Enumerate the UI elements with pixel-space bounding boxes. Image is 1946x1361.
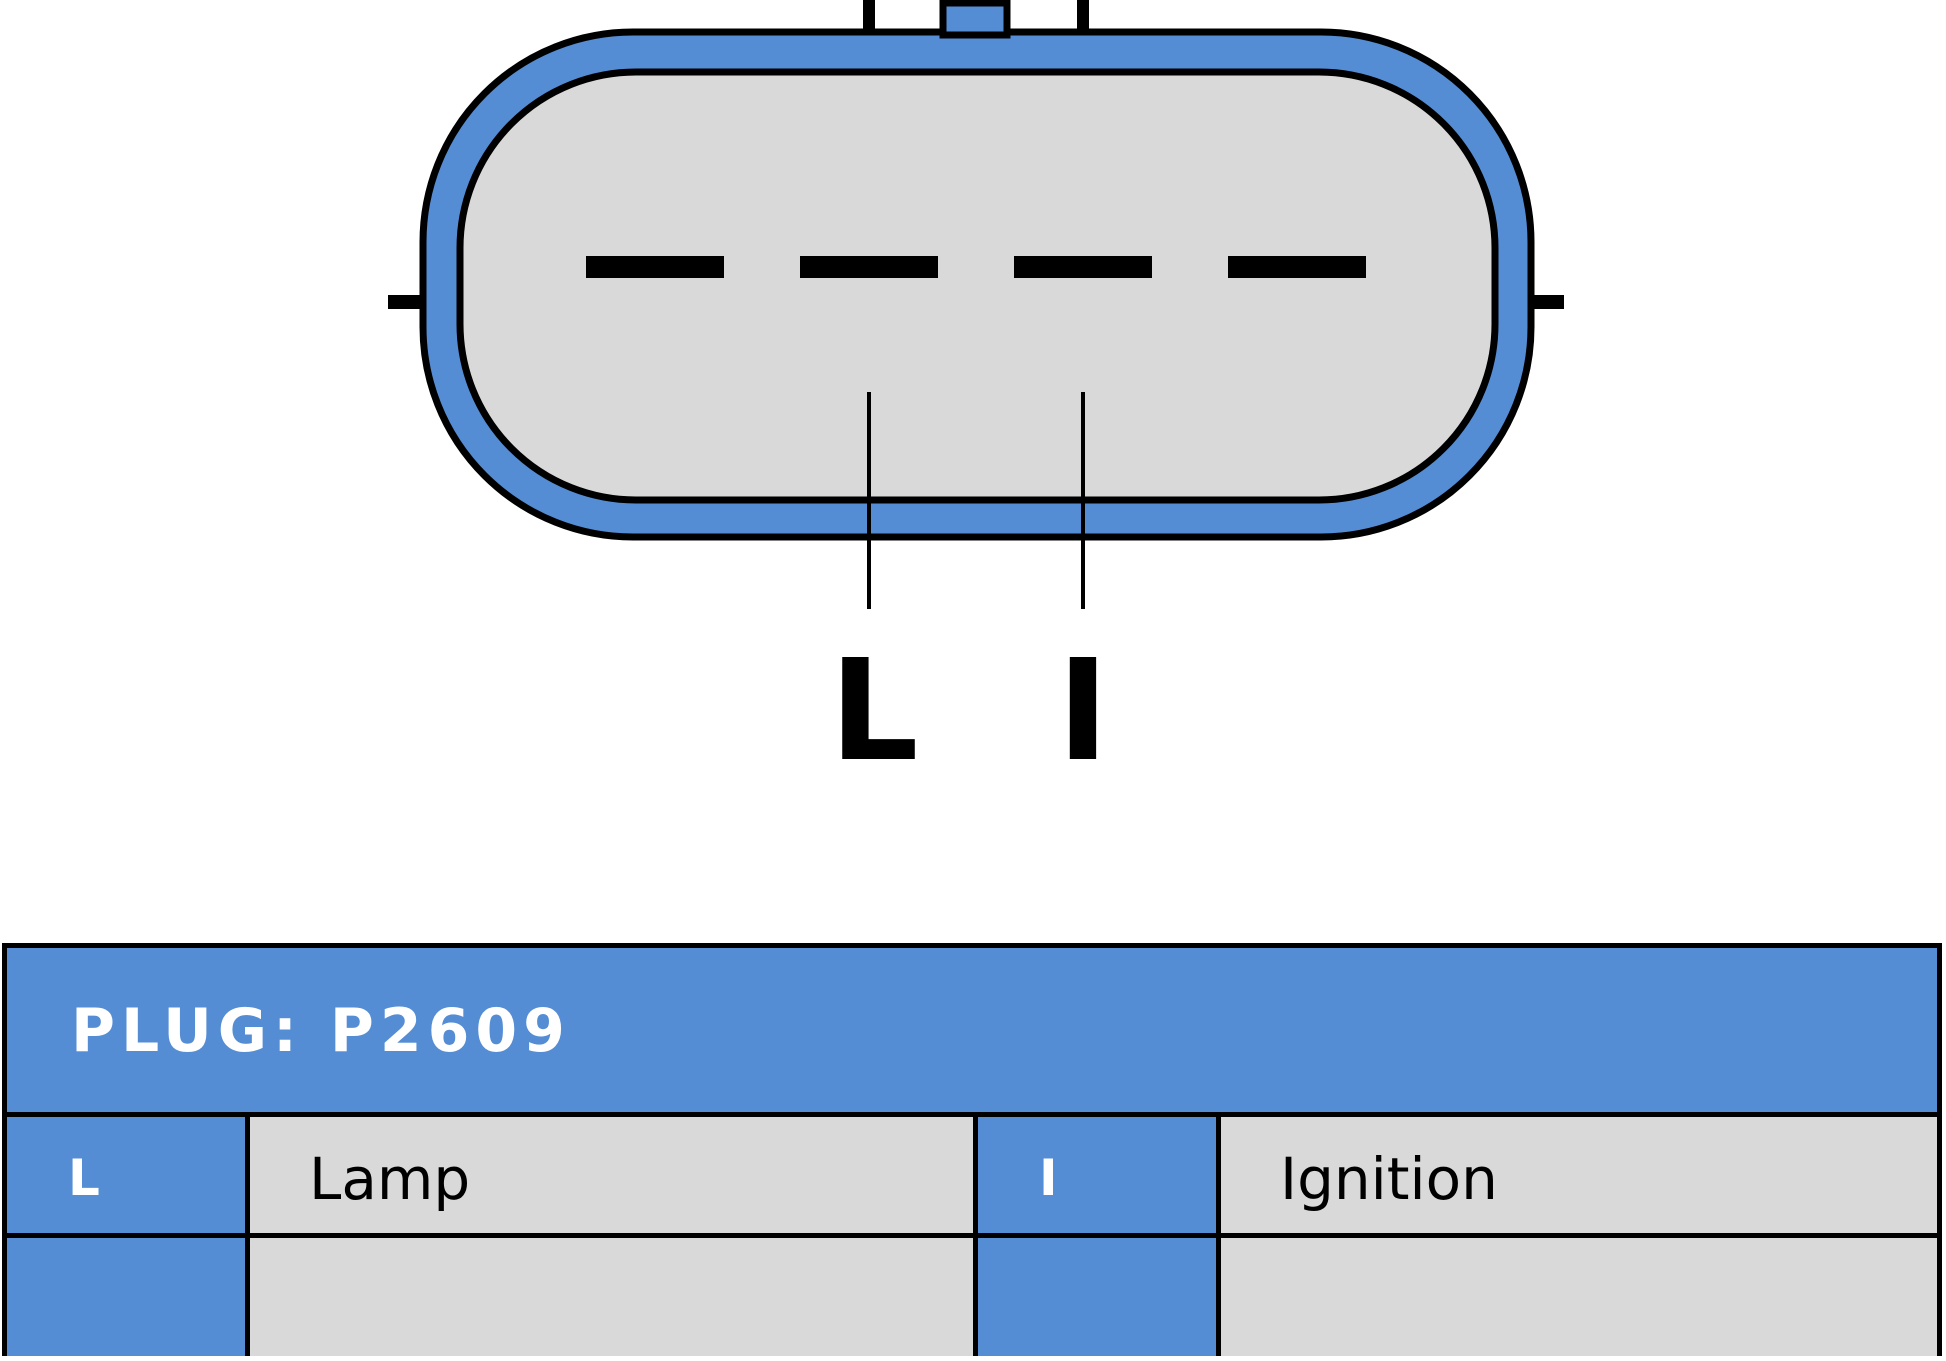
pin-description-cell bbox=[1221, 1238, 1937, 1356]
pin-legend-table: PLUG: P2609 L Lamp I Ignition bbox=[2, 943, 1942, 1356]
pin-description-cell: Lamp bbox=[250, 1117, 978, 1233]
pin-code-cell: L bbox=[7, 1117, 250, 1233]
terminal-blade-3 bbox=[1014, 256, 1152, 278]
pin-label-l: L bbox=[829, 630, 918, 793]
table-row bbox=[7, 1238, 1937, 1356]
connector-face bbox=[456, 68, 1499, 504]
pin-label-i: I bbox=[1057, 630, 1109, 793]
plug-title: PLUG: P2609 bbox=[71, 996, 571, 1066]
terminal-blade-4 bbox=[1228, 256, 1366, 278]
pin-description: Lamp bbox=[309, 1145, 471, 1213]
legend-header: PLUG: P2609 bbox=[7, 948, 1937, 1117]
pin-description-cell bbox=[250, 1238, 978, 1356]
terminal-blade-1 bbox=[586, 256, 724, 278]
pin-description: Ignition bbox=[1280, 1145, 1498, 1213]
connector-diagram: L I bbox=[388, 0, 1564, 793]
pin-code-cell: I bbox=[978, 1117, 1221, 1233]
pin-code: I bbox=[1039, 1149, 1058, 1207]
pin-code-cell bbox=[978, 1238, 1221, 1356]
pin-code: L bbox=[68, 1149, 100, 1207]
table-row: L Lamp I Ignition bbox=[7, 1117, 1937, 1238]
key-tab bbox=[939, 0, 1011, 39]
pin-code-cell bbox=[7, 1238, 250, 1356]
terminal-blade-2 bbox=[800, 256, 938, 278]
pin-description-cell: Ignition bbox=[1221, 1117, 1937, 1233]
